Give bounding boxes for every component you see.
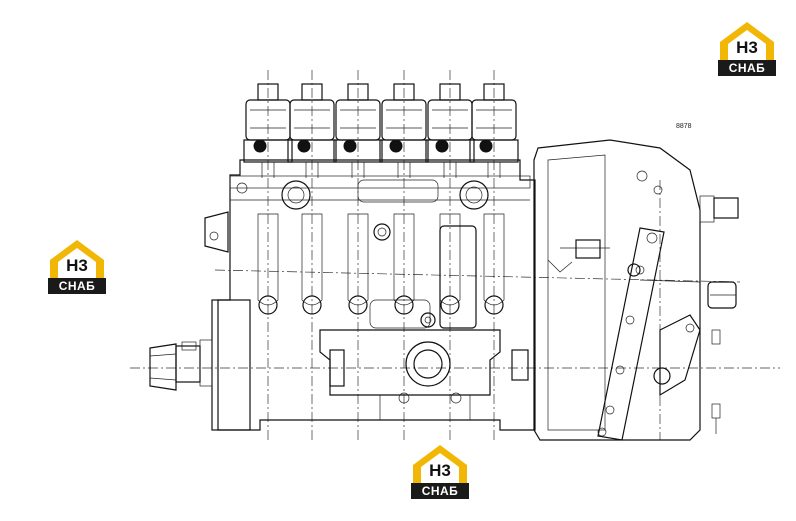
brand-logo-left: H3 CHAБ <box>46 238 108 296</box>
logo-house-icon <box>718 22 776 76</box>
logo-monogram: H3 <box>429 461 451 480</box>
logo-monogram: H3 <box>66 256 88 275</box>
delivery-valves <box>243 83 519 178</box>
drive-shaft <box>149 299 251 431</box>
logo-label: CHAБ <box>728 61 766 75</box>
governor-housing <box>533 139 739 441</box>
logo-monogram: H3 <box>736 38 758 57</box>
logo-house-icon <box>48 240 106 294</box>
logo-label: CHAБ <box>58 279 96 293</box>
center-lines <box>130 70 780 440</box>
logo-label: CHAБ <box>421 484 459 498</box>
brand-logo-top-right: H3 CHAБ <box>716 20 778 78</box>
logo-house-icon <box>411 445 469 499</box>
brand-logo-bottom: H3 CHAБ <box>409 443 471 501</box>
part-code: 8878 <box>676 123 692 130</box>
pump-housing <box>204 159 536 431</box>
